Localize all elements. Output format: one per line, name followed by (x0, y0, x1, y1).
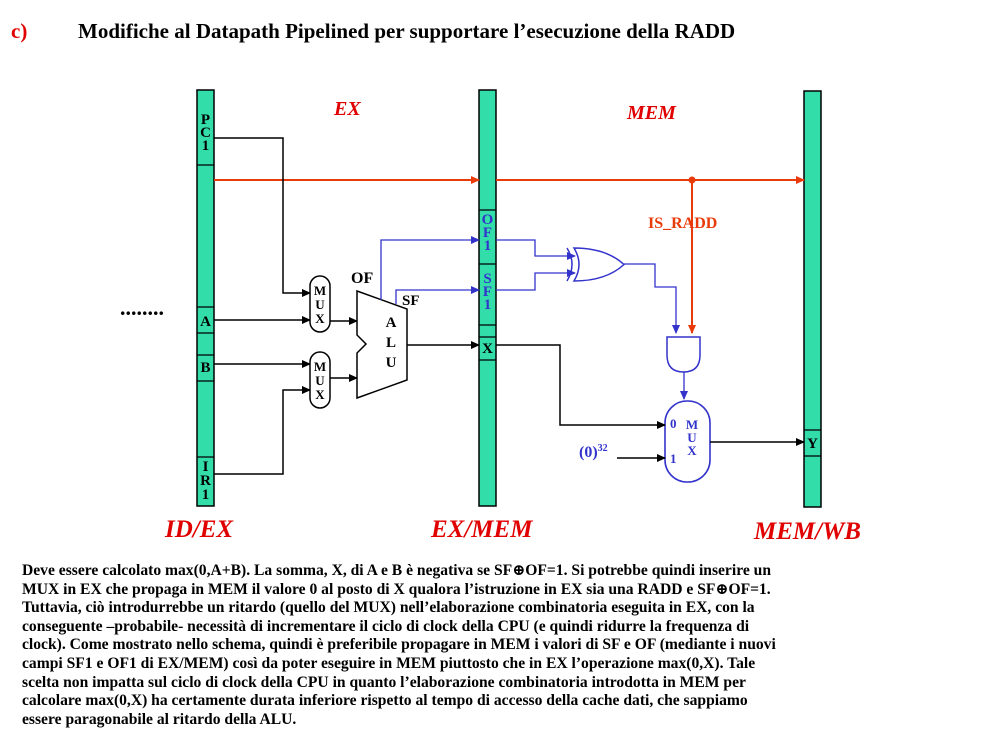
stage-label-ex: EX (333, 98, 361, 120)
constant-zero: (0)32 (579, 443, 608, 461)
explanation-line: campi SF1 e OF1 di EX/MEM) così da poter… (22, 654, 756, 672)
register-label-id-ex: ID/EX (164, 516, 234, 543)
and-gate (666, 336, 701, 373)
xor-gate-back-curve (566, 247, 573, 282)
mem-wb-register (803, 90, 822, 508)
register-label-mem-wb: MEM/WB (753, 518, 861, 545)
wire-sf1-xor (496, 269, 576, 291)
wire-pc1 (214, 137, 311, 297)
mux-mem-input-0: 0 (670, 416, 677, 431)
ellipsis-dots: ........ (120, 295, 164, 320)
wire-ir1 (214, 386, 311, 475)
explanation-line: essere paragonabile al ritardo della ALU… (22, 710, 297, 728)
section-label: c) (11, 19, 28, 43)
field-a: A (200, 314, 211, 330)
register-label-ex-mem: EX/MEM (430, 516, 533, 543)
explanation-line: Tuttavia, ciò introdurrebbe un ritardo (… (22, 599, 755, 617)
explanation-line: Deve essere calcolato max(0,A+B). La som… (22, 562, 771, 579)
wire-of1-xor (496, 239, 576, 260)
explanation-line: MUX in EX che propaga in MEM il valore 0… (22, 580, 771, 598)
field-y: Y (807, 436, 818, 452)
page-title: Modifiche al Datapath Pipelined per supp… (78, 19, 736, 43)
explanation-line: scelta non impatta sul ciclo di clock de… (22, 673, 746, 691)
mux-top (309, 275, 331, 333)
explanation-text: Deve essere calcolato max(0,A+B). La som… (22, 562, 982, 729)
wire-sf (395, 286, 480, 304)
flag-sf-label: SF (402, 293, 420, 309)
wire-xor-and (624, 263, 680, 334)
id-ex-register (196, 89, 215, 507)
explanation-line: clock). Come mostrato nello schema, quin… (22, 636, 776, 654)
xor-gate (572, 247, 626, 282)
is-radd-label: IS_RADD (648, 215, 717, 232)
mux-mem-input-1: 1 (670, 451, 677, 466)
mux-bottom (309, 351, 331, 409)
field-b: B (200, 360, 210, 376)
alu (356, 289, 408, 400)
ex-mem-register (478, 89, 497, 507)
wire-x-mux (496, 344, 666, 429)
flag-of-label: OF (351, 270, 373, 287)
explanation-line: conseguente –probabile- necessità di inc… (22, 617, 750, 635)
explanation-line: calcolare max(0,X) ha certamente durata … (22, 692, 748, 710)
wire-of (380, 236, 480, 300)
stage-label-mem: MEM (626, 102, 677, 124)
field-x: X (482, 341, 493, 357)
